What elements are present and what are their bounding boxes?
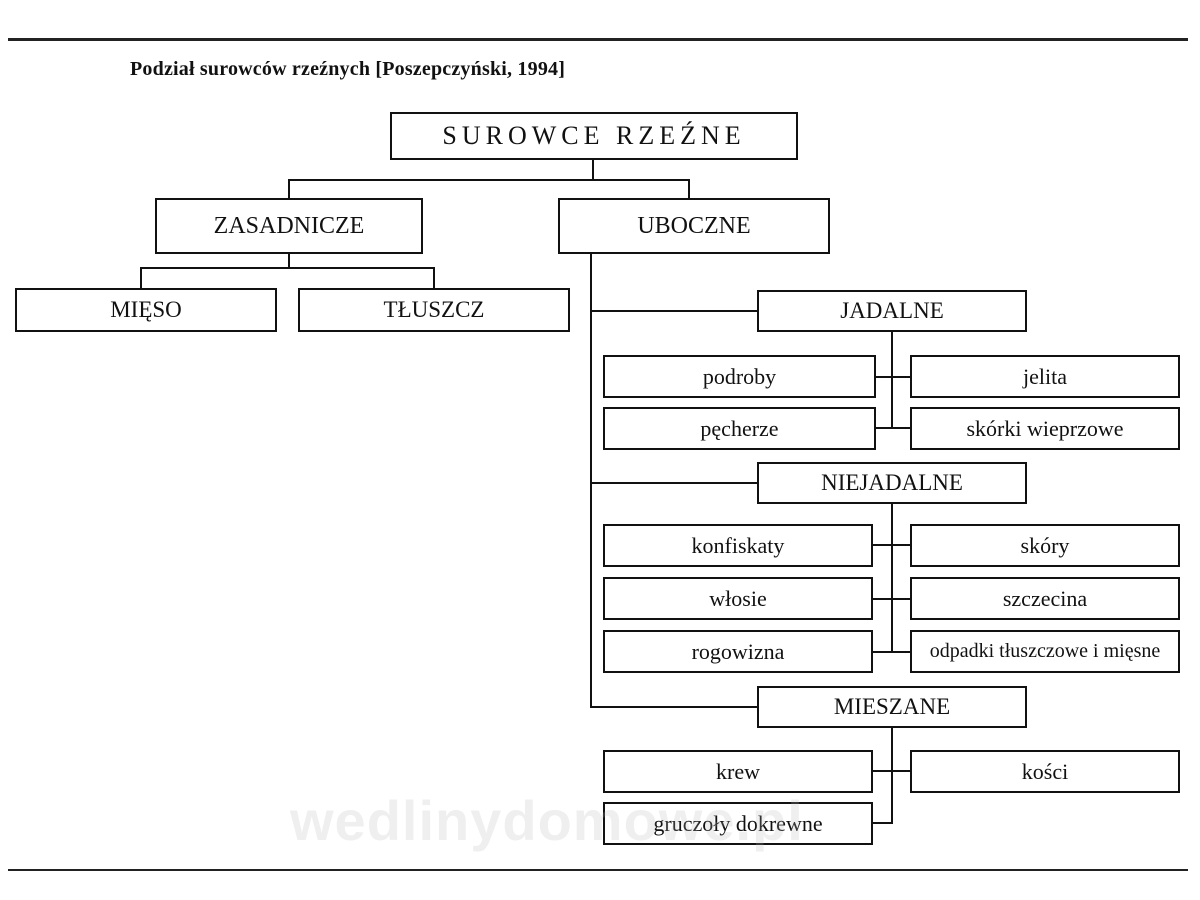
connector <box>592 160 594 180</box>
connector <box>590 310 758 312</box>
bottom-rule <box>8 869 1188 871</box>
node-fat: TŁUSZCZ <box>298 288 570 332</box>
node-offal: podroby <box>603 355 876 398</box>
connector <box>590 482 758 484</box>
connector <box>288 179 290 199</box>
node-bones: kości <box>910 750 1180 793</box>
node-pork-rinds: skórki wieprzowe <box>910 407 1180 450</box>
node-hides: skóry <box>910 524 1180 567</box>
connector <box>873 770 910 772</box>
node-mixed: MIESZANE <box>757 686 1027 728</box>
connector <box>891 504 893 652</box>
connector <box>288 179 690 181</box>
connector <box>688 179 690 199</box>
node-byproducts: UBOCZNE <box>558 198 830 254</box>
connector <box>873 651 910 653</box>
connector <box>590 254 592 708</box>
figure-title: Podział surowców rzeźnych [Poszepczyński… <box>130 58 566 80</box>
watermark: wedlinydomowe.pl <box>290 789 804 852</box>
node-bladders: pęcherze <box>603 407 876 450</box>
node-edible: JADALNE <box>757 290 1027 332</box>
connector <box>140 267 142 289</box>
connector <box>140 267 435 269</box>
node-hair: włosie <box>603 577 873 620</box>
connector <box>433 267 435 289</box>
connector <box>876 427 910 429</box>
node-blood: krew <box>603 750 873 793</box>
node-fat-meat-waste: odpadki tłuszczowe i mięsne <box>910 630 1180 673</box>
connector <box>891 332 893 428</box>
node-bristle: szczecina <box>910 577 1180 620</box>
node-horn: rogowizna <box>603 630 873 673</box>
connector <box>590 706 758 708</box>
top-rule <box>8 38 1188 41</box>
node-intestines: jelita <box>910 355 1180 398</box>
connector <box>873 544 910 546</box>
node-endocrine-glands: gruczoły dokrewne <box>603 802 873 845</box>
connector <box>891 728 893 824</box>
connector <box>876 376 910 378</box>
connector <box>288 254 290 268</box>
connector <box>873 598 910 600</box>
node-meat: MIĘSO <box>15 288 277 332</box>
connector <box>873 822 893 824</box>
node-main: ZASADNICZE <box>155 198 423 254</box>
node-confiscates: konfiskaty <box>603 524 873 567</box>
node-inedible: NIEJADALNE <box>757 462 1027 504</box>
node-root: SUROWCE RZEŹNE <box>390 112 798 160</box>
